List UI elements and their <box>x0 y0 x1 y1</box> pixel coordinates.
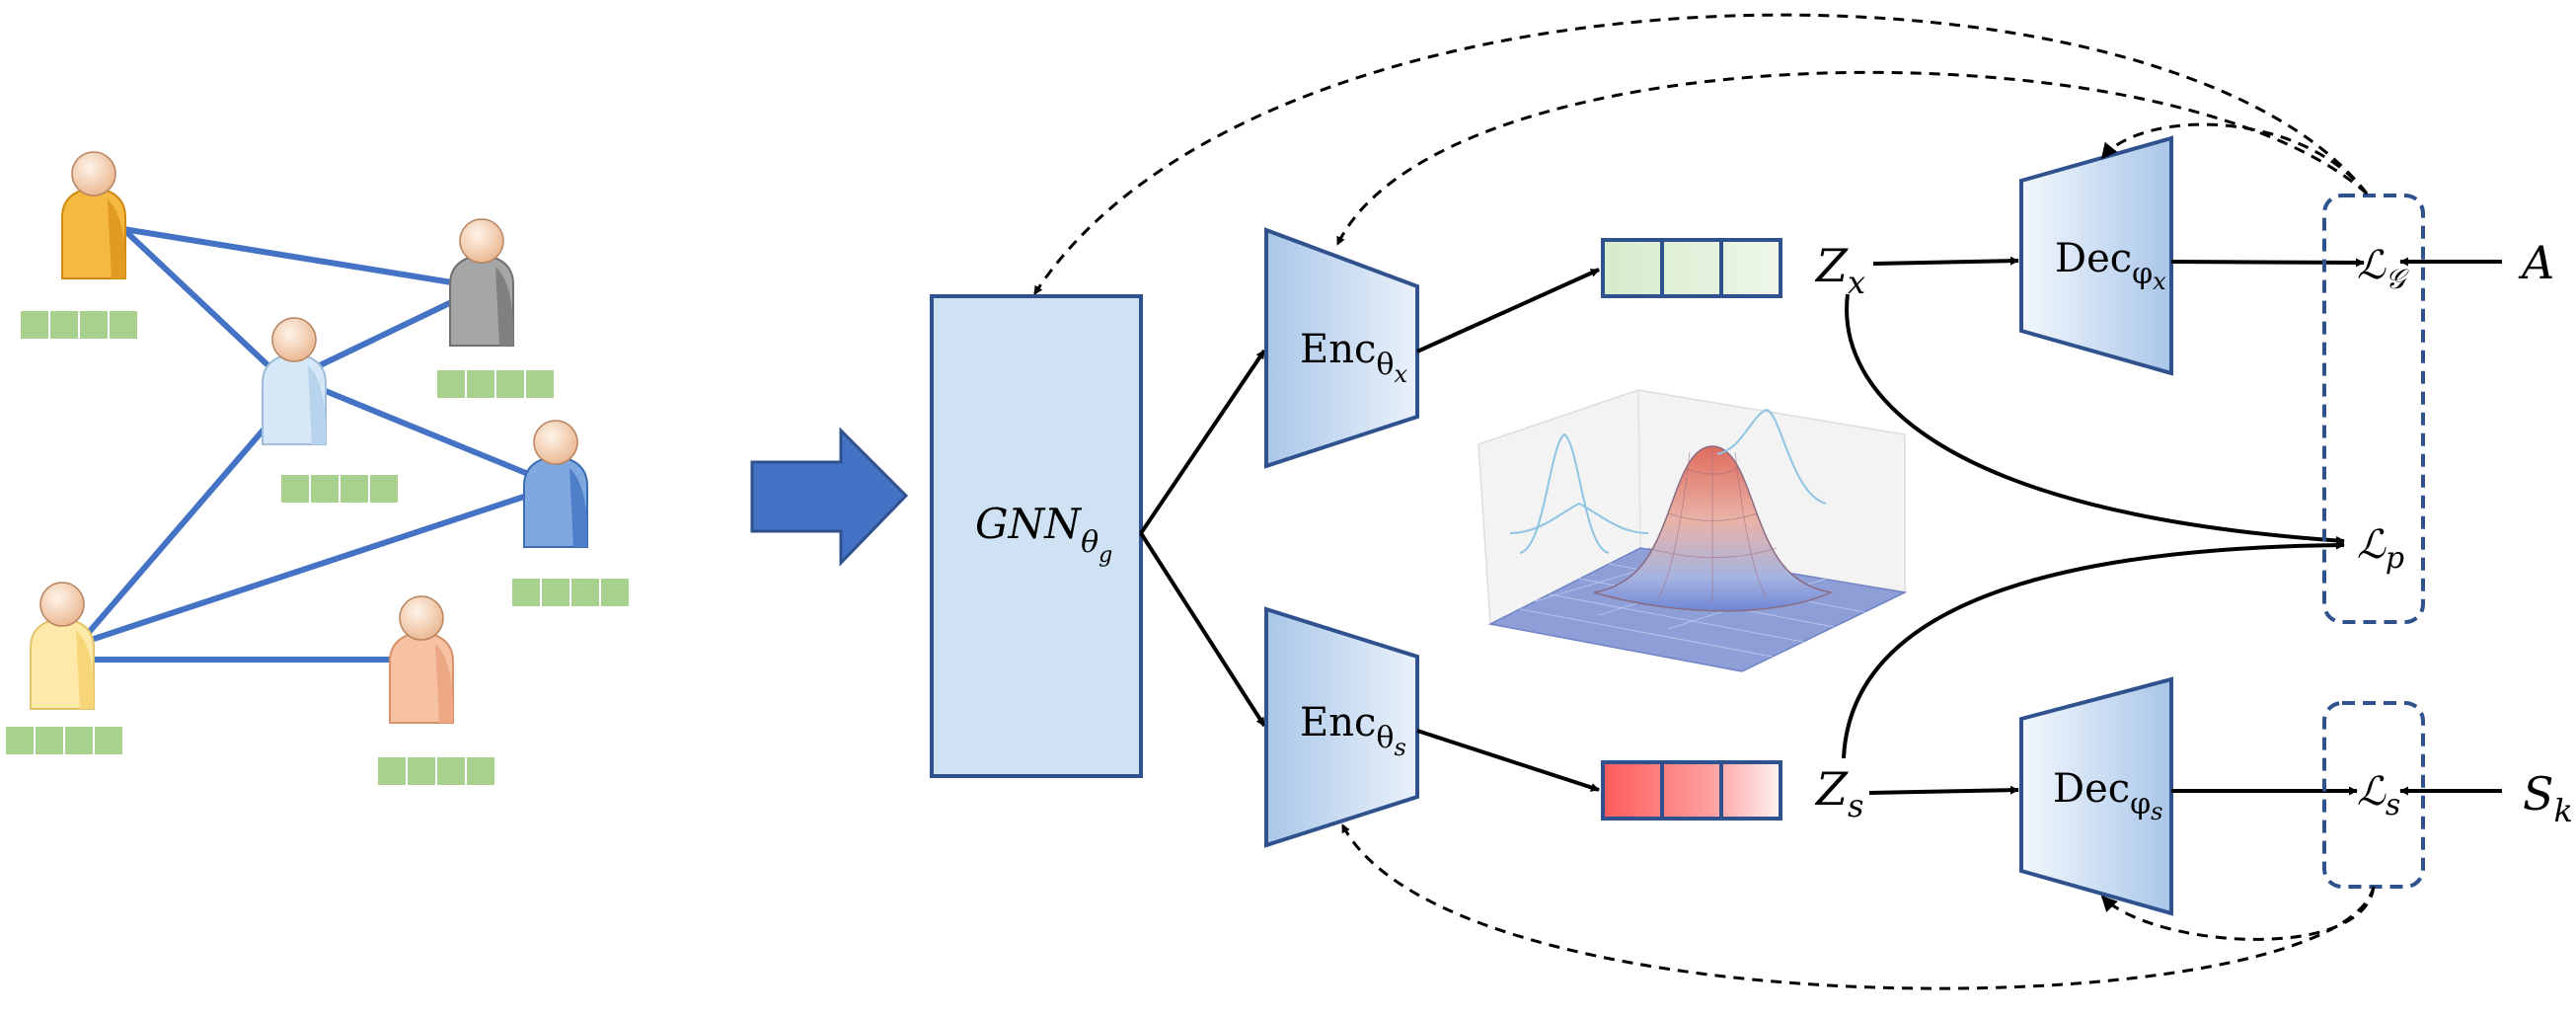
svg-text:Decφx: Decφx <box>2055 236 2166 295</box>
person-icon <box>262 317 327 445</box>
loss-g-to-dec-x-feedback <box>2100 122 2369 195</box>
loss-box-top <box>2322 194 2425 624</box>
latent-vector-x <box>1601 238 1782 298</box>
zx-to-dec-x-arrow <box>1872 256 2019 266</box>
target-sk-label: S <box>2523 767 2554 821</box>
feature-bar <box>279 473 400 505</box>
gnn-block: GNNθg <box>930 294 1143 778</box>
feature-bar <box>19 309 139 341</box>
person-icon <box>389 595 454 724</box>
graph-edge <box>120 226 279 376</box>
loss-s-label: ℒ <box>2357 769 2387 815</box>
z-s-label: Z <box>1814 762 1849 816</box>
enc-x-label: Enc <box>1300 327 1376 372</box>
latent-vector-s <box>1601 760 1782 821</box>
enc-x-to-vector-arrow <box>1416 268 1600 353</box>
dec-s-label: Dec <box>2053 766 2130 812</box>
loss-g-to-gnn-feedback <box>1032 13 2369 295</box>
svg-text:Decφs: Decφs <box>2053 766 2163 825</box>
svg-text:GNNθg: GNNθg <box>975 500 1112 568</box>
svg-text:ℒp: ℒp <box>2357 522 2404 576</box>
svg-text:Encθx: Encθx <box>1300 327 1407 388</box>
zx-to-lp-curve <box>1845 293 2345 545</box>
person-icon <box>61 151 126 279</box>
dec-x-to-loss-arrow <box>2170 258 2365 268</box>
decoder-x-block: Decφx <box>2019 135 2173 376</box>
feature-bar <box>4 725 124 756</box>
svg-text:Zx: Zx <box>1814 239 1865 301</box>
gnn-to-enc-s-arrow <box>1139 531 1266 728</box>
gnn-label: GNN <box>975 500 1082 548</box>
gnn-to-enc-x-arrow <box>1139 349 1266 535</box>
enc-s-label: Enc <box>1300 700 1376 745</box>
person-icon <box>449 218 514 347</box>
enc-s-to-vector-arrow <box>1416 729 1600 792</box>
encoder-s-block: Encθs <box>1264 606 1419 848</box>
loss-g-to-enc-x-feedback <box>1335 70 2368 246</box>
svg-text:Encθs: Encθs <box>1300 700 1406 761</box>
feature-bar <box>435 368 556 400</box>
block-arrow-icon <box>750 427 909 567</box>
graph-edges <box>76 226 536 663</box>
graph-edge <box>76 491 536 647</box>
gaussian-surface-icon <box>1477 389 1908 672</box>
loss-s-to-enc-s-feedback <box>1340 823 2376 990</box>
svg-text:Zs: Zs <box>1814 762 1863 824</box>
graph-edge <box>120 226 467 287</box>
decoder-s-block: Decφs <box>2019 676 2173 916</box>
loss-g-label: ℒ <box>2357 243 2387 288</box>
feature-bar <box>376 755 496 787</box>
graph-edge <box>76 412 279 647</box>
loss-p-label: ℒ <box>2357 522 2387 568</box>
target-a-label: A <box>2518 236 2554 289</box>
graph-edge <box>313 384 536 479</box>
graph-edge <box>313 293 467 370</box>
svg-text:ℒ𝒢: ℒ𝒢 <box>2357 243 2409 295</box>
zs-to-lp-curve <box>1842 540 2345 759</box>
encoder-x-block: Encθx <box>1264 227 1419 469</box>
feature-bars <box>4 309 631 787</box>
svg-text:Sk: Sk <box>2523 767 2573 829</box>
person-icon <box>523 420 588 548</box>
input-graph <box>4 151 631 787</box>
svg-text:ℒs: ℒs <box>2357 769 2400 822</box>
loss-s-to-dec-s-feedback <box>2100 886 2376 941</box>
z-x-label: Z <box>1814 239 1849 292</box>
person-icon <box>30 582 95 710</box>
dec-x-label: Dec <box>2055 236 2132 281</box>
feature-bar <box>510 577 631 608</box>
zs-to-dec-s-arrow <box>1868 785 2019 795</box>
